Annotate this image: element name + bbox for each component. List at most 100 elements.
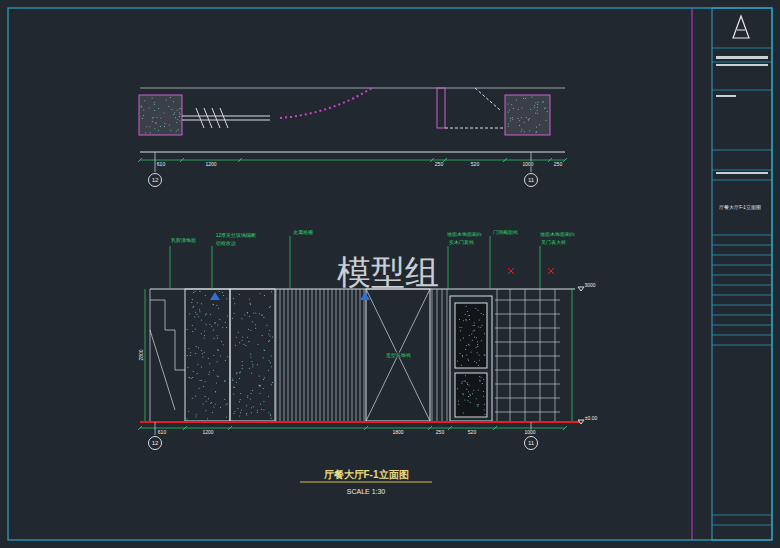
texture-dot (154, 104, 155, 105)
texture-dot (465, 380, 466, 381)
flute-line (304, 289, 305, 421)
texture-dot (519, 120, 520, 121)
texture-dot (484, 355, 485, 356)
texture-dot (202, 357, 203, 358)
door-swing (280, 88, 372, 118)
texture-dot (179, 120, 180, 121)
texture-dot (234, 411, 235, 412)
texture-dot (534, 105, 535, 106)
texture-dot (523, 98, 524, 99)
texture-dot (474, 330, 475, 331)
texture-dot (213, 338, 214, 339)
texture-dot (189, 313, 190, 314)
texture-dot (508, 123, 509, 124)
texture-dot (211, 402, 212, 403)
texture-dot (257, 364, 258, 365)
texture-dot (478, 310, 479, 311)
flute-line (348, 289, 349, 421)
drawing-title: 厅餐大厅F-1立面图 (324, 470, 409, 480)
texture-dot (263, 401, 264, 402)
texture-dot (149, 108, 150, 109)
texture-dot (198, 316, 199, 317)
texture-dot (219, 291, 220, 292)
texture-dot (218, 350, 219, 351)
texture-dot (463, 394, 464, 395)
texture-dot (264, 350, 265, 351)
texture-dot (480, 380, 481, 381)
texture-dot (545, 107, 546, 108)
texture-dot (457, 388, 458, 389)
title-block-row (712, 325, 772, 326)
texture-dot (166, 100, 167, 101)
texture-dot (253, 406, 254, 407)
texture-dot (250, 303, 251, 304)
texture-dot (208, 358, 209, 359)
texture-dot (543, 101, 544, 102)
texture-dot (154, 102, 155, 103)
callout-note: 实木门套线 (449, 240, 474, 245)
texture-dot (263, 317, 264, 318)
texture-dot (261, 314, 262, 315)
texture-dot (269, 307, 270, 308)
dimension-text: 250 (435, 162, 443, 167)
texture-dot (263, 379, 264, 380)
texture-dot (236, 372, 237, 373)
texture-dot (180, 108, 181, 109)
texture-dot (208, 374, 209, 375)
texture-dot (474, 322, 475, 323)
dimension-line (140, 160, 565, 161)
texture-dot (242, 340, 243, 341)
texture-dot (233, 298, 234, 299)
title-block-row (712, 345, 772, 346)
texture-dot (192, 299, 193, 300)
dimension-text: 520 (468, 430, 476, 435)
texture-dot (538, 101, 539, 102)
texture-dot (530, 109, 531, 110)
flute-line (360, 289, 361, 421)
texture-dot (478, 404, 479, 405)
texture-dot (239, 416, 240, 417)
callout-note: 12厚夹丝玻璃隔断 (216, 233, 257, 238)
dimension-tick (503, 158, 507, 162)
texture-dot (474, 325, 475, 326)
texture-dot (158, 130, 159, 131)
grid-line (155, 422, 156, 435)
texture-dot (233, 387, 234, 388)
dimension-text: 610 (158, 430, 166, 435)
texture-dot (174, 112, 175, 113)
texture-dot (264, 377, 265, 378)
texture-dot (245, 345, 246, 346)
texture-dot (217, 335, 218, 336)
dimension-tick (430, 158, 434, 162)
texture-dot (141, 106, 142, 107)
texture-dot (524, 131, 525, 132)
texture-dot (158, 108, 159, 109)
texture-dot (461, 365, 462, 366)
texture-dot (252, 321, 253, 322)
cross-mark (508, 268, 554, 274)
texture-dot (477, 346, 478, 347)
door-frame (450, 296, 492, 421)
grid-number: 12 (152, 177, 159, 183)
texture-dot (472, 340, 473, 341)
texture-dot (173, 114, 174, 115)
texture-dot (155, 123, 156, 124)
flute-line (280, 289, 281, 421)
texture-dot (142, 118, 143, 119)
texture-dot (212, 412, 213, 413)
texture-dot (201, 380, 202, 381)
title-block-row (712, 335, 772, 336)
flute-line (344, 289, 345, 421)
texture-dot (215, 322, 216, 323)
texture-dot (477, 344, 478, 345)
texture-dot (224, 399, 225, 400)
dimension-tick (563, 158, 567, 162)
texture-dot (482, 383, 483, 384)
section-mark (210, 292, 370, 300)
texture-dot (192, 398, 193, 399)
texture-dot (259, 384, 260, 385)
texture-dot (270, 306, 271, 307)
dimension-tick (548, 158, 552, 162)
texture-dot (146, 126, 147, 127)
texture-dot (243, 344, 244, 345)
